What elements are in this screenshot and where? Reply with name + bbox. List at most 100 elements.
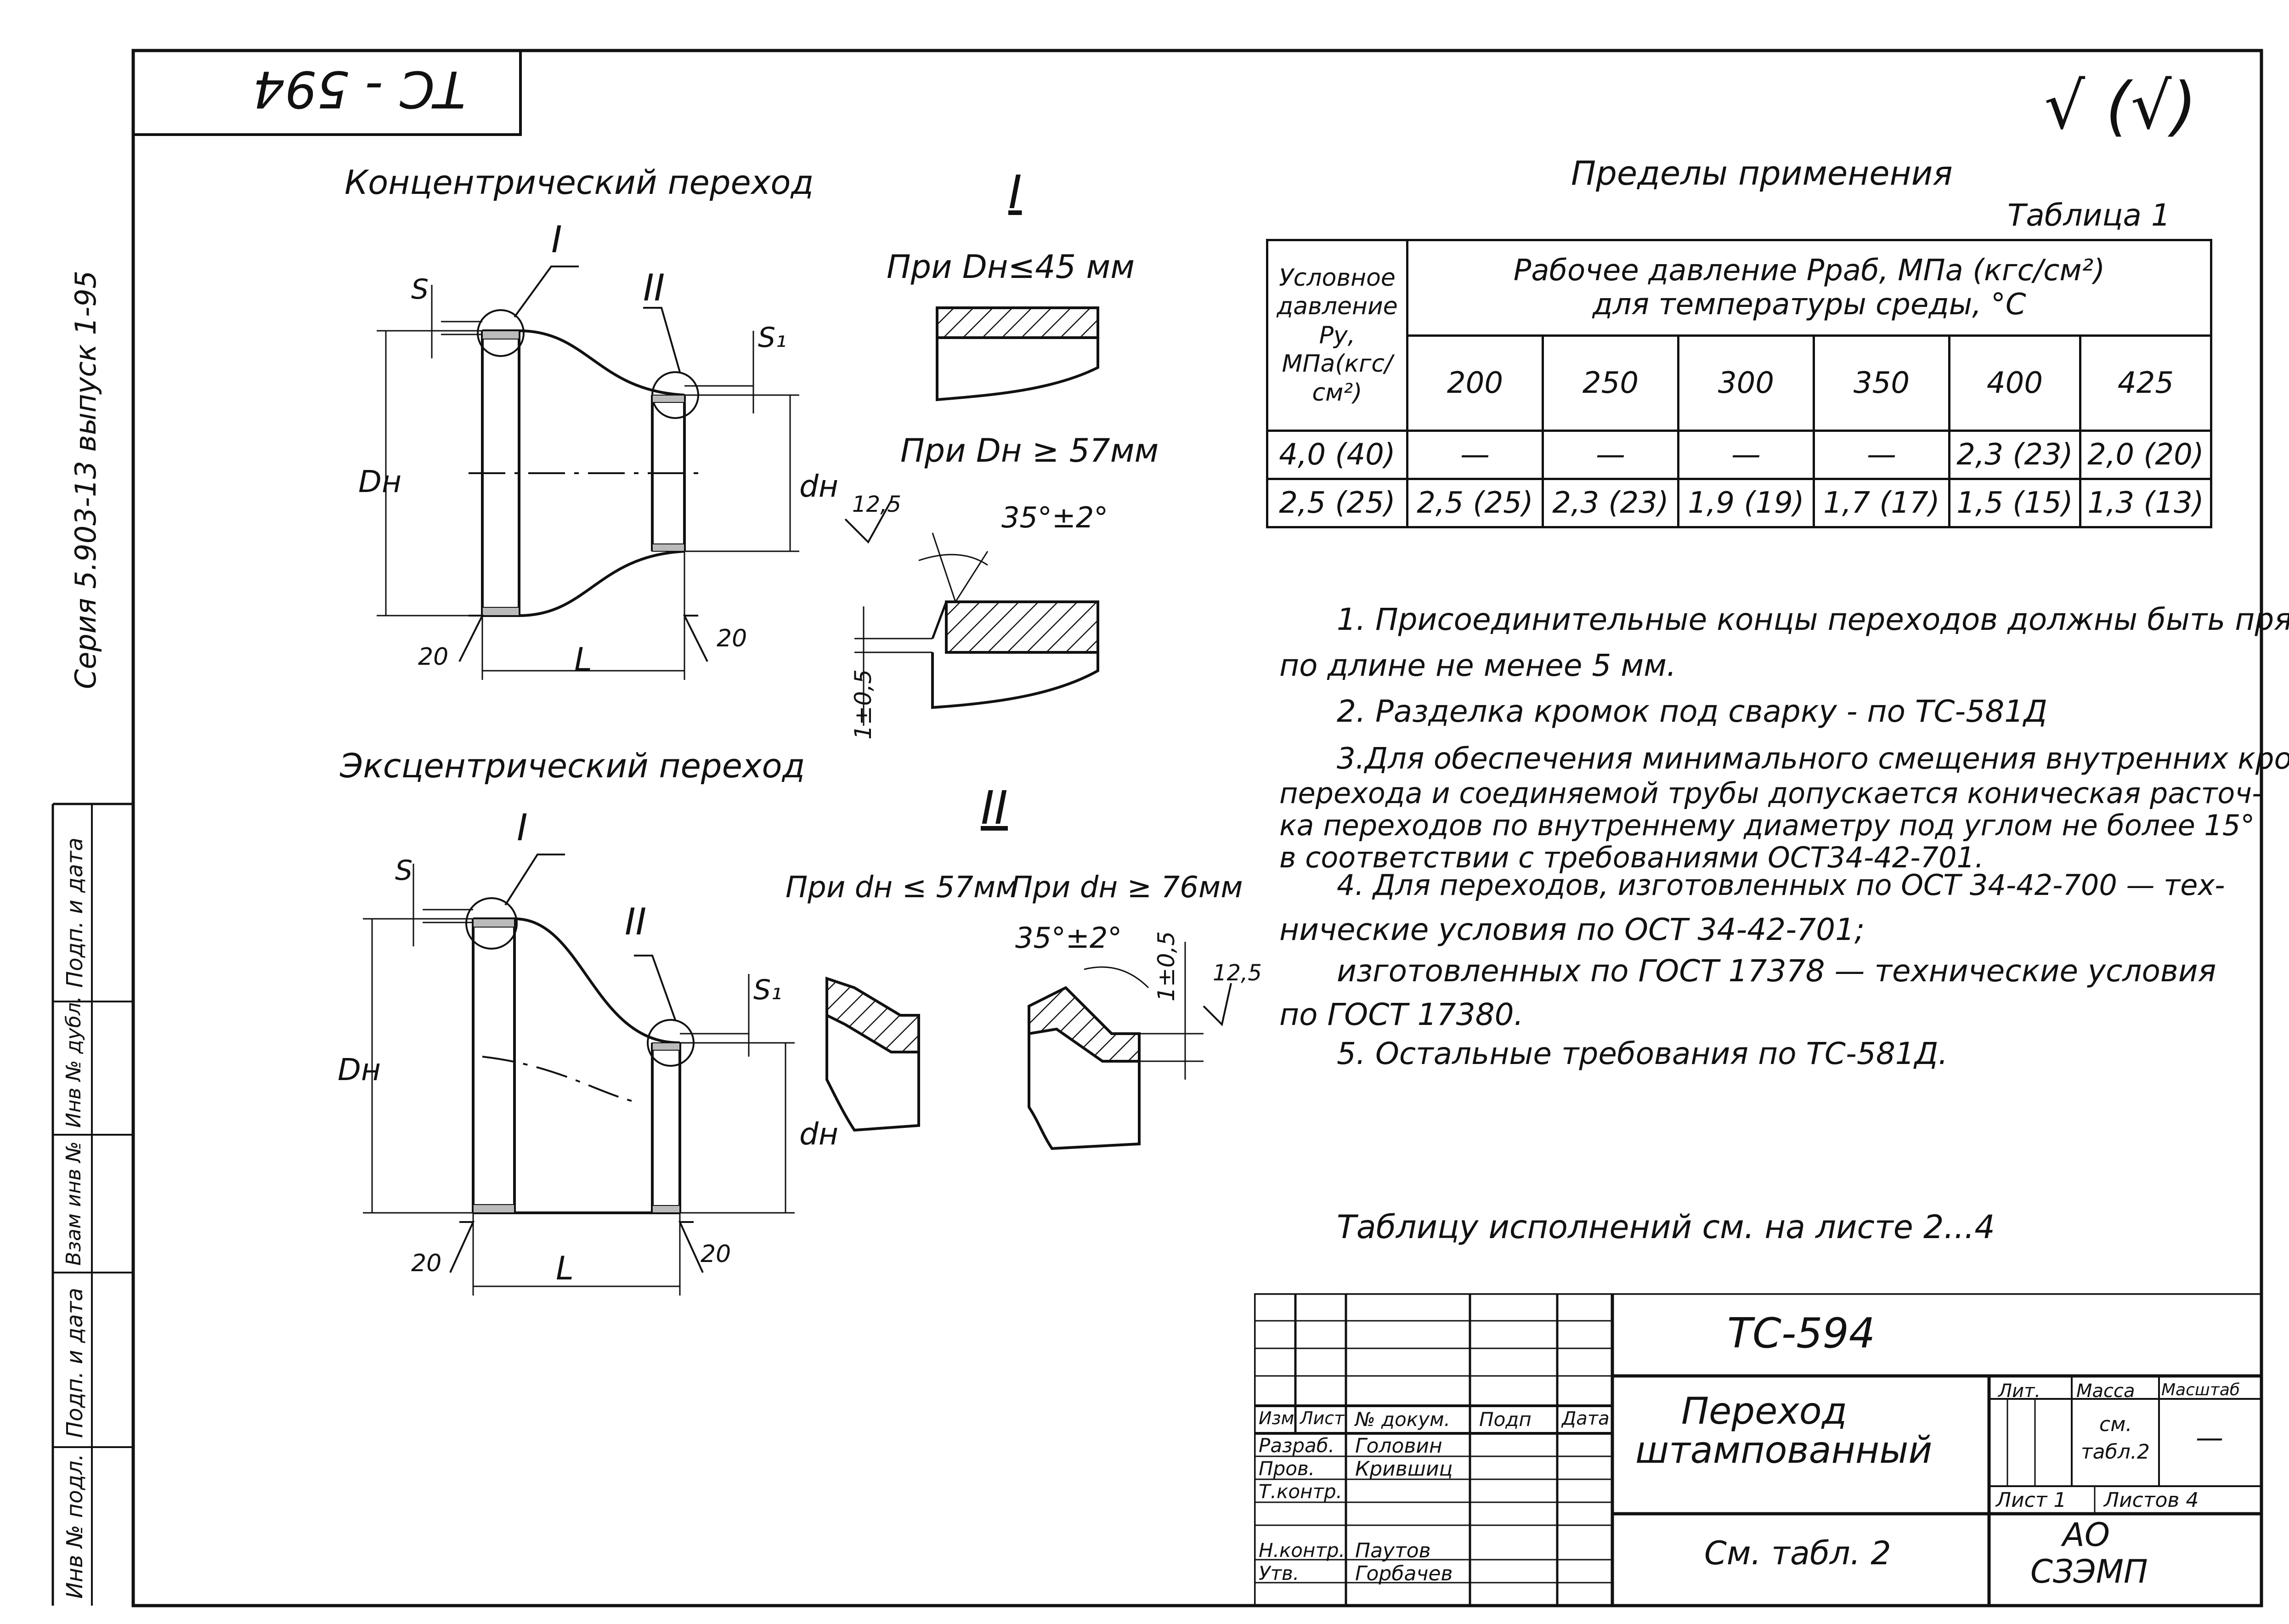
tb-col-podp: Подп [1479, 1408, 1532, 1431]
note-line: ка переходов по внутреннему диаметру под… [1279, 809, 2255, 842]
limits-temp-425: 425 [2079, 334, 2212, 432]
eccentric-title: Эксцентрический переход [340, 747, 805, 785]
margin-podp-data-1: Подп. и дата [62, 837, 88, 988]
eccentric-roughness-left: 20 [411, 1250, 442, 1277]
eccentric-label-dn-big: Dн [338, 1052, 381, 1087]
title-block-name-2: штампованный [1635, 1429, 1933, 1471]
title-block-name-1: Переход [1681, 1390, 1847, 1432]
detail-2-case-b: При dн ≥ 76мм [1011, 871, 1243, 905]
limits-cell: 2,0 (20) [2079, 430, 2212, 480]
detail-2-gap: 1±0,5 [1153, 931, 1180, 1002]
eccentric-roughness-right: 20 [701, 1240, 731, 1268]
eccentric-label-s1: S₁ [753, 974, 782, 1006]
concentric-mark-1: I [551, 218, 562, 261]
concentric-label-len: L [574, 641, 592, 679]
concentric-roughness-left: 20 [418, 643, 449, 671]
series-margin-text: Серия 5.903-13 выпуск 1-95 [69, 270, 102, 689]
detail-1-case-b: При Dн ≥ 57мм [900, 432, 1159, 470]
eccentric-label-s: S [395, 854, 413, 887]
limits-col0-header: Условное давление Ру, МПа(кгс/см²) [1266, 239, 1408, 432]
eccentric-mark-1: I [517, 806, 528, 849]
eccentric-label-len: L [556, 1250, 574, 1287]
limits-cell: — [1677, 430, 1815, 480]
tb-sheets: Листов 4 [2104, 1488, 2199, 1512]
concentric-label-dn-small: dн [799, 469, 839, 504]
limits-table-label: Таблица 1 [2007, 198, 2170, 233]
note-line: по ГОСТ 17380. [1279, 997, 1524, 1032]
note-line: 3.Для обеспечения минимального смещения … [1337, 742, 2289, 776]
tb-massa-val-2: табл.2 [2081, 1440, 2150, 1464]
title-block-grid [1254, 1293, 2263, 1607]
detail-2-case-a-drawing [825, 976, 920, 1132]
tb-col-doc: № докум. [1355, 1408, 1451, 1431]
detail-1-case-a: При Dн≤45 мм [887, 248, 1135, 286]
detail-2-angle: 35°±2° [1015, 921, 1122, 955]
limits-title: Пределы применения [1571, 154, 1953, 192]
concentric-label-s1: S₁ [758, 322, 787, 354]
limits-cell: 2,5 (25) [1406, 478, 1544, 528]
tb-col-list: Лист [1300, 1408, 1345, 1428]
tb-role: Разраб. [1259, 1434, 1335, 1457]
concentric-title: Концентрический переход [345, 163, 814, 202]
limits-table: Условное давление Ру, МПа(кгс/см²) Рабоч… [1266, 239, 2212, 528]
limits-cell: 1,5 (15) [1948, 478, 2081, 528]
detail-1-angle: 35°±2° [1001, 501, 1108, 534]
tb-col-izm: Изм [1259, 1408, 1294, 1428]
detail-1-roughness: 12,5 [852, 492, 901, 517]
note-line: по длине не менее 5 мм. [1279, 648, 1676, 683]
limits-cell: 1,3 (13) [2079, 478, 2212, 528]
limits-temp-300: 300 [1677, 334, 1815, 432]
tb-masshtab-val: — [2196, 1422, 2223, 1454]
table-row: 2,5 (25) 2,5 (25) 2,3 (23) 1,9 (19) 1,7 … [1266, 478, 2212, 528]
eccentric-mark-2: II [625, 900, 647, 943]
limits-group-header: Рабочее давление Рраб, МПа (кгс/см²) для… [1406, 239, 2212, 337]
title-block-org-2: СЗЭМП [2030, 1553, 2148, 1590]
limits-temp-200: 200 [1406, 334, 1544, 432]
limits-cell: 1,7 (17) [1813, 478, 1950, 528]
margin-inv-podl: Инв № подл. [62, 1454, 88, 1599]
detail-1-case-a-drawing [936, 306, 1099, 402]
tb-role: Пров. [1259, 1457, 1315, 1480]
tb-name: Горбачев [1355, 1562, 1453, 1585]
tb-lit: Лит. [1998, 1381, 2041, 1402]
tb-massa: Масса [2076, 1381, 2135, 1402]
tb-col-data: Дата [1562, 1408, 1610, 1429]
detail-1-gap: 1±0,5 [850, 669, 876, 740]
title-block-material: См. табл. 2 [1704, 1534, 1891, 1572]
limits-cell: — [1406, 430, 1544, 480]
tb-role: Утв. [1259, 1562, 1300, 1584]
limits-cell: 2,3 (23) [1948, 430, 2081, 480]
detail-2-case-a: При dн ≤ 57мм [786, 871, 1018, 905]
concentric-label-dn-big: Dн [358, 464, 401, 499]
tb-name: Паутов [1355, 1539, 1431, 1562]
limits-cell: 2,5 (25) [1266, 478, 1408, 528]
limits-temp-250: 250 [1542, 334, 1679, 432]
concentric-roughness-right: 20 [717, 625, 747, 652]
note-line: 4. Для переходов, изготовленных по ОСТ 3… [1337, 868, 2225, 902]
concentric-mark-2: II [643, 266, 665, 309]
limits-cell: — [1542, 430, 1679, 480]
margin-inv-dubl: Инв № дубл. [62, 996, 85, 1128]
limits-cell: — [1813, 430, 1950, 480]
tb-role: Т.контр. [1259, 1480, 1343, 1503]
tb-masshtab: Масштаб [2161, 1381, 2240, 1399]
limits-cell: 1,9 (19) [1677, 478, 1815, 528]
code-stamp-text: ТС - 594 [253, 60, 466, 119]
tb-sheet: Лист 1 [1996, 1488, 2067, 1512]
title-block-org-1: АО [2063, 1516, 2110, 1554]
margin-podp-data-2: Подп. и дата [62, 1288, 88, 1438]
code-stamp-box: ТС - 594 [133, 51, 522, 136]
limits-temp-400: 400 [1948, 334, 2081, 432]
note-line: перехода и соединяемой трубы допускается… [1279, 776, 2262, 810]
tb-role: Н.контр. [1259, 1539, 1345, 1562]
note-line: нические условия по ОСТ 34-42-701; [1279, 912, 1865, 947]
detail-2-roughness: 12,5 [1213, 960, 1262, 986]
margin-vzam-inv: Взам инв № [62, 1141, 85, 1266]
note-line: 2. Разделка кромок под сварку - по ТС-58… [1337, 694, 2047, 729]
note-line: 5. Остальные требования по ТС-581Д. [1337, 1036, 1948, 1071]
tb-massa-val-1: см. [2099, 1413, 2132, 1436]
detail-1-case-b-drawing [844, 500, 1099, 726]
title-block-code: ТС-594 [1727, 1309, 1876, 1358]
